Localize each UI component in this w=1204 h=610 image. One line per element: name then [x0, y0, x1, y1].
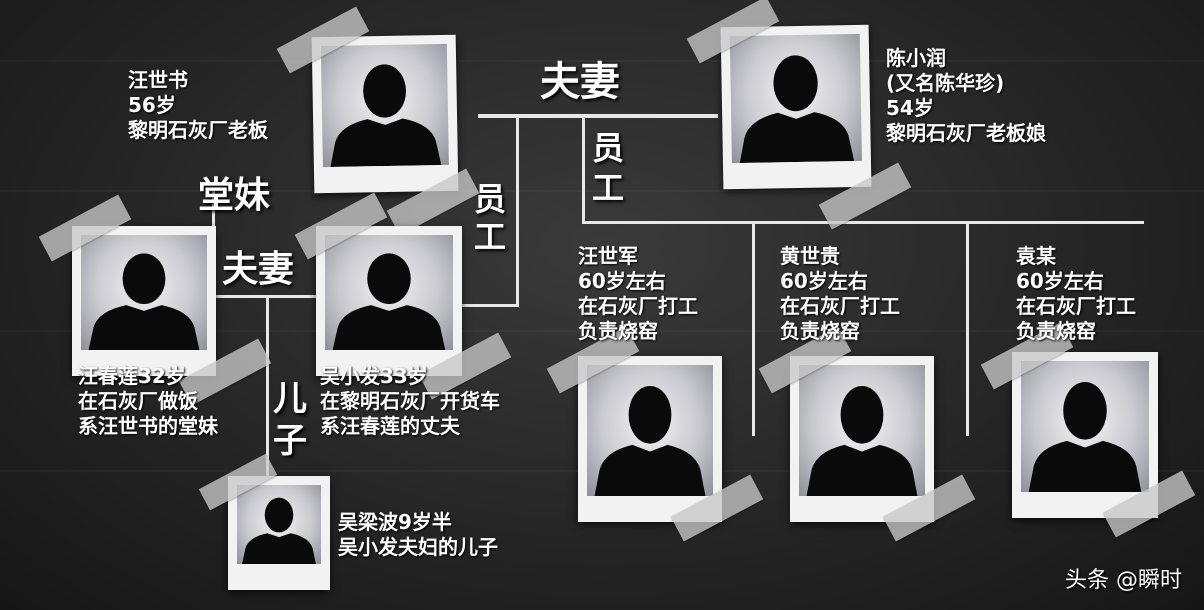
- background-streak: [0, 60, 1204, 62]
- relation-cousin: 堂妹: [198, 175, 271, 216]
- photo-huang-shigui: [790, 356, 934, 522]
- relation-son: 儿 子: [273, 379, 307, 461]
- connector-employee-workers-vertical: [582, 118, 585, 224]
- person-silhouette-icon: [88, 253, 200, 350]
- photo-wang-chunlian: [72, 226, 216, 376]
- connector-employee-wu-horizontal: [462, 304, 519, 307]
- person-silhouette-icon: [594, 385, 706, 496]
- background-streak: [0, 190, 1204, 192]
- connector-worker-2: [966, 224, 969, 436]
- label-wang-shijun: 汪世军 60岁左右 在石灰厂打工 负责烧窑: [578, 244, 698, 343]
- connector-couple-left: [212, 295, 320, 298]
- label-wang-shishu: 汪世书 56岁 黎明石灰厂老板: [128, 68, 268, 142]
- photo-yuan-mou: [1012, 352, 1158, 518]
- label-wang-chunlian: 汪春莲32岁 在石灰厂做饭 系汪世书的堂妹: [78, 364, 218, 438]
- relation-employee-workers: 员 工: [591, 129, 624, 207]
- connector-employee-wu-vertical: [516, 118, 519, 306]
- person-silhouette-icon: [806, 385, 918, 496]
- label-yuan-mou: 袁某 60岁左右 在石灰厂打工 负责烧窑: [1016, 244, 1136, 343]
- connector-employee-workers-horizontal: [582, 221, 1144, 224]
- relation-couple-top: 夫妻: [540, 59, 620, 105]
- connector-son: [266, 298, 269, 484]
- relation-employee-wu: 员 工: [473, 180, 506, 256]
- label-wu-liangbo: 吴梁波9岁半 吴小发夫妇的儿子: [338, 510, 498, 559]
- label-huang-shigui: 黄世贵 60岁左右 在石灰厂打工 负责烧窑: [780, 244, 900, 343]
- photo-wang-shijun: [578, 356, 722, 522]
- photo-chen-xiaorun: [720, 24, 872, 190]
- label-chen-xiaorun: 陈小润 (又名陈华珍) 54岁 黎明石灰厂老板娘: [886, 46, 1046, 145]
- label-wu-xiaofa: 吴小发33岁 在黎明石灰厂开货车 系汪春莲的丈夫: [320, 364, 500, 438]
- photo-wu-xiaofa: [316, 226, 462, 376]
- background-streak: [0, 330, 1204, 332]
- person-silhouette-icon: [1028, 381, 1142, 492]
- photo-wang-shishu: [311, 34, 459, 194]
- watermark: 头条 @瞬时: [1065, 568, 1182, 593]
- relation-couple-left: 夫妻: [222, 249, 295, 290]
- connector-worker-1: [752, 224, 755, 436]
- person-silhouette-icon: [332, 253, 446, 350]
- photo-wu-liangbo: [228, 476, 330, 590]
- person-silhouette-icon: [330, 64, 442, 167]
- connector-couple-top: [478, 114, 718, 118]
- person-silhouette-icon: [739, 55, 855, 163]
- person-silhouette-icon: [242, 497, 316, 564]
